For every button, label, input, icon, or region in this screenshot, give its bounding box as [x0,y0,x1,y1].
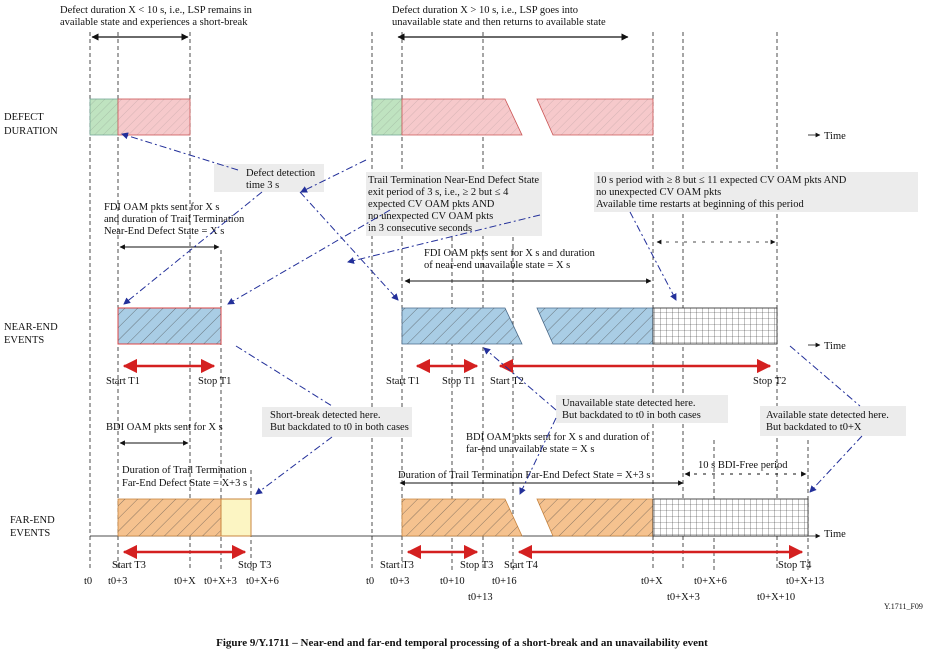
tick-t0pXp13-b: t0+X+13 [786,576,824,587]
note-unavail-detected-1: Unavailable state detected here. [562,398,696,409]
header-left-line2: available state and experiences a short-… [60,17,248,28]
note-fdi-right-1: FDI OAM pkts sent for X s and duration [424,248,596,259]
near-label-stop-t1-a: Stop T1 [198,376,231,387]
note-defect-detection-1: Defect detection [246,168,316,179]
note-short-break-1: Short-break detected here. [270,410,381,421]
note-defect-detection-2: time 3 s [246,180,279,191]
row-label-far-1: FAR-END [10,515,55,526]
tick-t0pXp10-b: t0+X+10 [757,592,795,603]
near-label-start-t1-a: Start T1 [106,376,140,387]
note-trail-exit-2: exit period of 3 s, i.e., ≥ 2 but ≤ 4 [368,187,509,198]
tick-t0pXp6-a: t0+X+6 [246,576,279,587]
tick-t0pX-a: t0+X [174,576,196,587]
note-trail-exit-3: expected CV OAM pkts AND [368,199,495,210]
near-label-stop-t1-b: Stop T1 [442,376,475,387]
tick-t0p10-b: t0+10 [440,576,465,587]
row-label-defect-2: DURATION [4,126,58,137]
tick-t0pX-b: t0+X [641,576,663,587]
note-bdi-right-1: BDI OAM pkts sent for X s and duration o… [466,432,650,443]
note-unavail-detected-2: But backdated to t0 in both cases [562,410,701,421]
near-label-start-t1-b: Start T1 [386,376,420,387]
tick-t0p3-b: t0+3 [390,576,409,587]
tick-t0-a: t0 [84,576,92,587]
figure-id: Y.1711_F09 [884,602,923,611]
header-right-line1: Defect duration X > 10 s, i.e., LSP goes… [392,5,578,16]
row-label-defect-1: DEFECT [4,112,44,123]
note-duration-far-left-1: Duration of Trail Termination [122,465,248,476]
note-trail-exit-1: Trail Termination Near-End Defect State [368,175,539,186]
tick-t0p3-a: t0+3 [108,576,127,587]
time-label-near: Time [824,341,846,352]
callout-arrows [121,132,863,495]
note-trail-exit-5: in 3 consecutive seconds [368,223,472,234]
far-label-start-t4: Start T4 [504,560,539,571]
note-avail-detected-2: But backdated to t0+X [766,422,862,433]
note-fdi-left-3: Near-End Defect State = X s [104,226,224,237]
row-label-near-2: EVENTS [4,335,44,346]
far-yellow-left [220,498,252,537]
far-label-stop-t4: Stop T4 [778,560,812,571]
tick-t0-b: t0 [366,576,374,587]
tick-t0pXp3-a: t0+X+3 [204,576,237,587]
note-10s-period-1: 10 s period with ≥ 8 but ≤ 11 expected C… [596,175,847,186]
note-bdi-left: BDI OAM pkts sent for X s [106,422,223,433]
header-right-line2: unavailable state and then returns to av… [392,17,606,28]
time-label-defect: Time [824,131,846,142]
note-short-break-2: But backdated to t0 in both cases [270,422,409,433]
tick-t0p16-b: t0+16 [492,576,517,587]
note-fdi-left-1: FDI OAM pkts sent for X s [104,202,220,213]
note-10s-period-2: no unexpected CV OAM pkts [596,187,721,198]
far-label-start-t3-b: Start T3 [380,560,414,571]
note-bdi-free: 10 s BDI-Free period [698,460,788,471]
note-trail-exit-4: no unexpected CV OAM pkts [368,211,493,222]
tick-t0p13-b: t0+13 [468,592,493,603]
header-left-line1: Defect duration X < 10 s, i.e., LSP rema… [60,5,253,16]
near-label-stop-t2: Stop T2 [753,376,786,387]
note-fdi-right-2: of near-end unavailable state = X s [424,260,570,271]
time-label-far: Time [824,529,846,540]
note-duration-far-right: Duration of Trail Termination Far-End De… [398,470,650,481]
tick-t0pXp6-b: t0+X+6 [694,576,727,587]
note-10s-period-3: Available time restarts at beginning of … [596,199,804,210]
row-label-far-2: EVENTS [10,528,50,539]
note-bdi-right-2: far-end unavailable state = X s [466,444,594,455]
far-label-stop-t3-a: Stop T3 [238,560,271,571]
figure-caption: Figure 9/Y.1711 – Near-end and far-end t… [216,637,708,649]
note-duration-far-left-2: Far-End Defect State = X+3 s [122,478,247,489]
note-fdi-left-2: and duration of Trail Termination [104,214,245,225]
tick-t0pXp3-b: t0+X+3 [667,592,700,603]
far-label-stop-t3-b: Stop T3 [460,560,493,571]
near-label-start-t2: Start T2 [490,376,524,387]
note-avail-detected-1: Available state detected here. [766,410,889,421]
row-label-near-1: NEAR-END [4,322,58,333]
far-label-start-t3-a: Start T3 [112,560,146,571]
